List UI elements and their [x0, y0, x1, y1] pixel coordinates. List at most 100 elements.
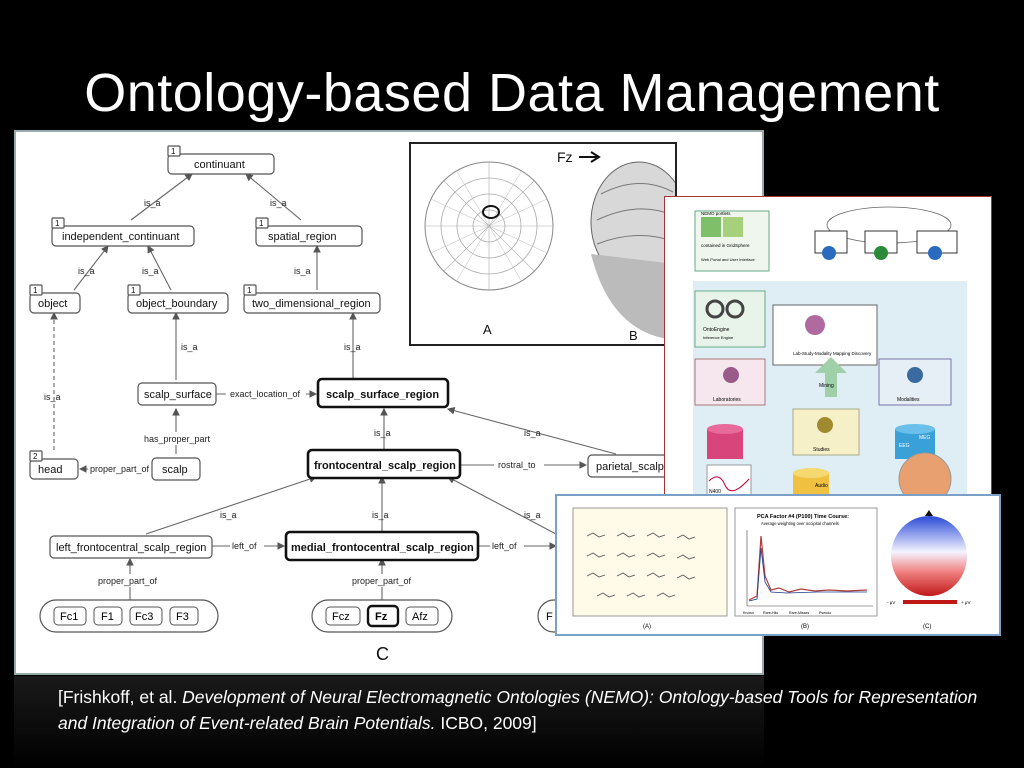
svg-text:Known: Known — [743, 611, 754, 615]
svg-text:Modalities: Modalities — [897, 397, 920, 403]
svg-text:has_proper_part: has_proper_part — [144, 434, 211, 444]
node-independent-continuant: 1 independent_continuant — [51, 217, 195, 247]
citation-venue: ICBO, 2009] — [435, 713, 537, 733]
svg-text:is_a: is_a — [374, 428, 391, 438]
edge-left-of-left-medial: left_of — [212, 539, 286, 552]
svg-text:is_a: is_a — [344, 342, 361, 352]
fz-label: Fz — [557, 149, 573, 165]
node-two-dimensional-region: 1 two_dimensional_region — [243, 284, 381, 314]
modalities-box: Modalities — [878, 358, 952, 406]
mining-label: Mining — [819, 383, 834, 389]
node-head: 2 head — [29, 450, 79, 480]
svg-text:is_a: is_a — [220, 510, 237, 520]
citation-open: [Frishkoff, et al. — [58, 687, 183, 707]
svg-text:left_of: left_of — [232, 541, 257, 551]
svg-text:(A): (A) — [643, 624, 651, 630]
svg-text:proper_part_of: proper_part_of — [98, 576, 158, 586]
left-electrode-group: Fc1 F1 Fc3 F3 — [39, 599, 219, 633]
svg-text:Laboratories: Laboratories — [713, 397, 741, 403]
svg-text:is_a: is_a — [372, 510, 389, 520]
node-left-frontocentral-scalp-region: left_frontocentral_scalp_region — [49, 535, 213, 559]
svg-text:is_a: is_a — [144, 198, 161, 208]
mapping-box: Lab-Study-Modality Mapping Discovery — [772, 304, 878, 366]
n400-waveform: N400 — [706, 464, 752, 496]
up-arrow-icon — [815, 357, 847, 397]
node-frontocentral-scalp-region: frontocentral_scalp_region — [306, 448, 462, 480]
edge-object-is-a-independent-continuant: is_a — [73, 245, 109, 291]
edge-left-electrodes-proper-part-of: proper_part_of — [96, 557, 160, 600]
svg-text:Pseudo: Pseudo — [819, 611, 831, 615]
edge-two-dimensional-region-is-a-spatial-region: is_a — [294, 244, 321, 290]
svg-text:Average weighting over occipit: Average weighting over occipital channel… — [761, 521, 839, 526]
inset-label-a: A — [483, 322, 492, 337]
electrode-f3: F3 — [169, 606, 199, 626]
edge-parietal-is-a-scalp-surface-region: is_a — [446, 406, 617, 455]
scalp-topography-panel: - μV + μV (C) — [887, 510, 970, 630]
svg-text:F1: F1 — [101, 611, 114, 623]
svg-text:(B): (B) — [801, 624, 809, 630]
node-continuant: 1 continuant — [167, 145, 275, 175]
head-with-net-icon — [590, 161, 688, 340]
node-object: 1 object — [29, 284, 81, 314]
slide-title: Ontology-based Data Management — [84, 63, 940, 123]
electrode-fcz: Fcz — [325, 606, 361, 626]
svg-text:proper_part_of: proper_part_of — [90, 464, 150, 474]
nose-marker-icon — [925, 510, 933, 516]
svg-text:2: 2 — [33, 452, 38, 461]
sensor-net-illustration: A Fz B — [424, 149, 688, 343]
svg-text:Fc3: Fc3 — [135, 611, 153, 623]
electrode-f1: F1 — [93, 606, 123, 626]
svg-text:rostral_to: rostral_to — [498, 460, 536, 470]
svg-text:is_a: is_a — [78, 266, 95, 276]
panel-reflection — [14, 676, 764, 768]
svg-text:NEMO portlets: NEMO portlets — [701, 211, 731, 216]
svg-text:(C): (C) — [923, 624, 931, 630]
node-scalp: scalp — [151, 457, 201, 481]
svg-text:1: 1 — [131, 286, 136, 295]
svg-text:Fcz: Fcz — [332, 611, 350, 623]
svg-text:1: 1 — [55, 219, 60, 228]
svg-text:is_a: is_a — [44, 392, 61, 402]
topographic-waveforms-panel: (A) — [572, 507, 728, 630]
nemo-architecture-poster: NEMO portlets contained in GridSphere We… — [664, 196, 992, 506]
svg-text:N400: N400 — [709, 489, 721, 495]
edge-spatial-region-is-a-continuant: is_a — [245, 173, 302, 221]
svg-text:continuant: continuant — [194, 159, 245, 171]
svg-text:spatial_region: spatial_region — [268, 231, 337, 243]
svg-text:1: 1 — [259, 219, 264, 228]
arrow-right-icon — [579, 151, 601, 163]
laboratories-box: Laboratories — [694, 358, 766, 406]
svg-text:Afz: Afz — [412, 611, 428, 623]
svg-text:Rare-Hits: Rare-Hits — [763, 611, 778, 615]
svg-text:Lab-Study-Modality Mapping Dis: Lab-Study-Modality Mapping Discovery — [793, 351, 872, 356]
edge-frontocentral-is-a-scalp-surface-region: is_a — [374, 407, 391, 450]
edge-left-frontocentral-is-a-frontocentral: is_a — [145, 475, 318, 535]
svg-text:Fz: Fz — [375, 611, 388, 623]
portlets-box: NEMO portlets contained in GridSphere We… — [694, 210, 770, 272]
svg-text:+ μV: + μV — [961, 600, 970, 605]
svg-text:is_a: is_a — [524, 510, 541, 520]
ontoengine-box: OntoEngine Inference Engine — [694, 290, 766, 348]
svg-text:is_a: is_a — [142, 266, 159, 276]
svg-text:1: 1 — [33, 286, 38, 295]
edge-medial-electrodes-proper-part-of: proper_part_of — [350, 557, 414, 600]
panel-label-c: C — [376, 644, 389, 664]
svg-text:frontocentral_scalp_region: frontocentral_scalp_region — [314, 460, 456, 472]
svg-text:proper_part_of: proper_part_of — [352, 576, 412, 586]
svg-text:scalp: scalp — [162, 464, 188, 476]
electrode-fc1: Fc1 — [53, 606, 87, 626]
erp-results-plots: (A) PCA Factor #4 (P100) Time Course: Av… — [557, 496, 999, 634]
svg-text:F: F — [546, 611, 553, 623]
svg-text:scalp_surface: scalp_surface — [144, 389, 212, 401]
svg-text:Studies: Studies — [813, 447, 830, 453]
edge-scalp-has-proper-part: has_proper_part — [142, 407, 214, 454]
node-scalp-surface-region: scalp_surface_region — [316, 377, 450, 409]
edge-medial-frontocentral-is-a-frontocentral: is_a — [372, 475, 389, 532]
svg-text:OntoEngine: OntoEngine — [703, 327, 730, 333]
svg-text:two_dimensional_region: two_dimensional_region — [252, 298, 371, 310]
svg-text:F3: F3 — [176, 611, 189, 623]
svg-text:left_frontocentral_scalp_regio: left_frontocentral_scalp_region — [56, 542, 206, 554]
svg-text:Fc1: Fc1 — [60, 611, 78, 623]
svg-text:scalp_surface_region: scalp_surface_region — [326, 389, 439, 401]
edge-left-of-medial-right: left_of — [478, 539, 558, 552]
